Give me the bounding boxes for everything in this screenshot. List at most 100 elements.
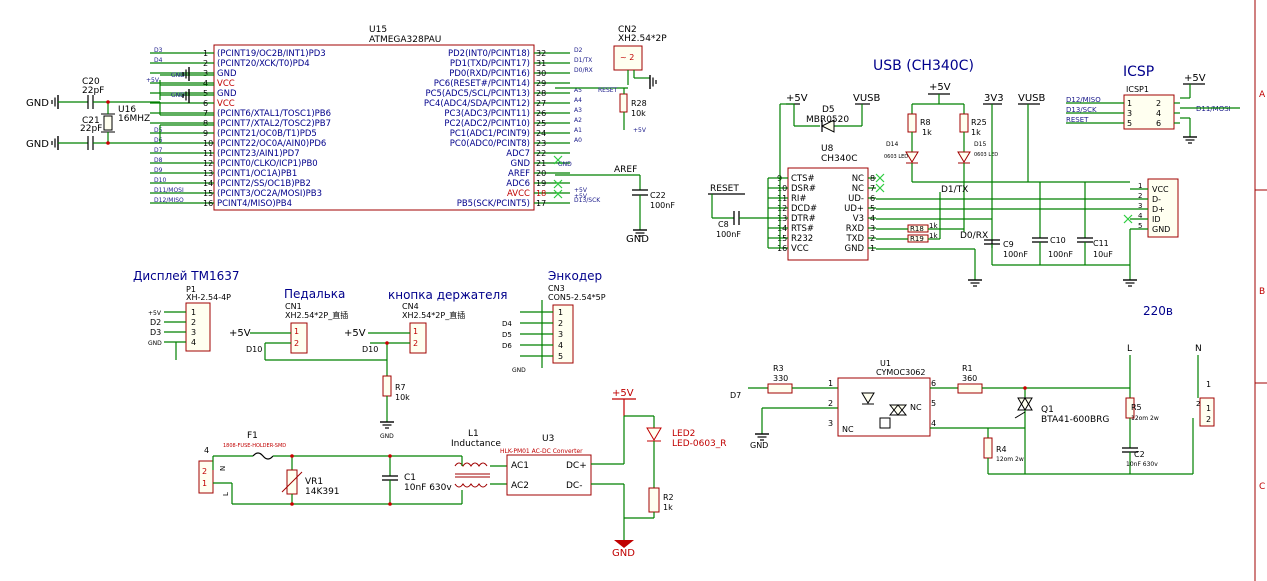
cn3-pin-num: 3 — [558, 330, 563, 339]
c21-ref: C21 — [82, 116, 100, 126]
icsp-pin-num: 4 — [1156, 109, 1161, 118]
svg-text:NC: NC — [842, 425, 854, 434]
u15-net-label: D2 — [574, 47, 583, 54]
u15-net-label: D9 — [154, 167, 163, 174]
r7-val: 10k — [395, 393, 410, 402]
usb-vusb: VUSB — [853, 93, 881, 104]
u15-pin-name: (PCINT23/AIN1)PD7 — [217, 149, 300, 159]
p1-connector[interactable] — [185, 302, 211, 352]
u8-pin-name: DCD# — [791, 204, 817, 214]
svg-text:GND: GND — [171, 72, 185, 79]
u15-pin-name: GND — [217, 89, 237, 99]
c20-val: 22pF — [82, 86, 104, 96]
usb-v5: +5V — [786, 93, 808, 104]
u15-pin-num: 1 — [203, 49, 208, 58]
u8-pin-name: CTS# — [791, 174, 815, 184]
u15-net-label: +5V — [574, 187, 588, 194]
mains-title: 220в — [1143, 304, 1173, 318]
u8-pin-num: 13 — [777, 214, 787, 223]
u3-converter[interactable] — [506, 454, 592, 496]
d15-pkg: 0603 LED — [974, 152, 998, 158]
u8-pin-num: 15 — [777, 234, 787, 243]
u8-body[interactable] — [787, 167, 869, 261]
cn2-reset-header[interactable]: CN2 XH2.54*2P ~ 2 RESET R28 10k +5V — [555, 25, 667, 134]
svg-text:DC-: DC- — [566, 481, 582, 491]
icsp-pin-num: 2 — [1156, 99, 1161, 108]
r5-ref: R5 — [1131, 403, 1142, 412]
cn1-connector[interactable] — [290, 322, 308, 354]
c8-val: 100nF — [716, 230, 741, 239]
u15-pin-num: 4 — [203, 79, 208, 88]
r8-val: 1k — [922, 128, 932, 137]
svg-text:2: 2 — [828, 399, 833, 408]
u15-pin-num: 18 — [536, 189, 546, 198]
p4-connector[interactable] — [1147, 178, 1179, 238]
u8-pin-name: V3 — [853, 214, 864, 224]
u15-pin-num: 29 — [536, 79, 546, 88]
u15-pin-num: 2 — [203, 59, 208, 68]
encoder-title: Энкодер — [548, 269, 602, 283]
d5-val: MBR0520 — [806, 115, 849, 125]
svg-text:2: 2 — [1206, 415, 1211, 424]
u8-pin-num: 16 — [777, 244, 787, 253]
c20-ref: C20 — [82, 77, 100, 87]
u15-mcu[interactable]: U15 ATMEGA328PAU 1(PCINT19/OC2B/INT1)PD3… — [150, 25, 601, 211]
d1tx-net: D1/TX — [941, 185, 968, 195]
usb-3v3: 3V3 — [984, 93, 1004, 104]
u8-pin-name: RI# — [791, 194, 807, 204]
svg-text:2: 2 — [202, 467, 207, 476]
svg-text:1: 1 — [202, 479, 207, 488]
cn4-connector[interactable] — [409, 322, 427, 354]
cn3-ref: CN3 — [548, 284, 565, 293]
power-n: N — [219, 466, 227, 471]
p4-pin-num: 1 — [1138, 182, 1142, 190]
usb-title: USB (CH340C) — [873, 58, 974, 74]
svg-text:AC1: AC1 — [511, 461, 529, 471]
u15-pin-name: PC3(ADC3/PCINT11) — [444, 109, 530, 119]
icsp-net-label: RESET — [1066, 116, 1089, 124]
r4-ref: R4 — [996, 445, 1007, 454]
u15-net-label: D1/TX — [574, 57, 592, 64]
c9-val: 100nF — [1003, 250, 1028, 259]
u15-pin-name: AREF — [508, 169, 530, 179]
cn1-net: D10 — [246, 345, 262, 354]
u1-ref: U1 — [880, 359, 891, 368]
r1-val: 360 — [962, 374, 977, 383]
c9-ref: C9 — [1003, 240, 1014, 249]
u15-pin-num: 8 — [203, 119, 208, 128]
u15-pin-name: (PCINT22/OC0A/AIN0)PD6 — [217, 139, 326, 149]
u8-pin-num: 12 — [777, 204, 787, 213]
u1-optocoupler[interactable] — [837, 377, 931, 437]
mains-output-connector[interactable] — [1199, 397, 1215, 427]
u16-ref: U16 — [118, 105, 136, 115]
cn2-ref: CN2 — [618, 25, 637, 35]
svg-text:2: 2 — [1196, 400, 1200, 408]
icsp-v5: +5V — [1184, 73, 1206, 84]
r18-val: 1k — [929, 222, 938, 230]
icsp-mosi: D11/MOSI — [1196, 105, 1231, 113]
cn2-reset-net: RESET — [598, 87, 618, 94]
u15-pin-name: PC5(ADC5/SCL/PCINT13) — [425, 89, 530, 99]
u15-pin-num: 6 — [203, 99, 208, 108]
svg-text:GND: GND — [171, 92, 185, 99]
power-gnd: GND — [612, 548, 635, 559]
c2-ref: C2 — [1134, 450, 1145, 459]
d15-ref: D15 — [974, 141, 986, 148]
icsp-connector[interactable] — [1123, 94, 1175, 130]
u15-pin-num: 24 — [536, 129, 546, 138]
p1-pin-num: 4 — [191, 338, 196, 347]
u15-body — [213, 44, 535, 211]
p1-pin-num: 1 — [191, 308, 196, 317]
cn1-ref: CN1 — [285, 302, 302, 311]
vr1-ref: VR1 — [305, 477, 323, 487]
d5-ref: D5 — [822, 105, 835, 115]
c22-ref: C22 — [650, 191, 666, 200]
u15-pin-name: PC0(ADC0/PCINT8) — [450, 139, 530, 149]
p1-part: XH-2.54-4P — [186, 293, 231, 302]
p1-net-label: +5V — [148, 310, 162, 317]
r7-gnd: GND — [380, 433, 394, 440]
mains-input-connector[interactable] — [198, 460, 214, 494]
u8-pin-name: NC — [852, 174, 864, 184]
